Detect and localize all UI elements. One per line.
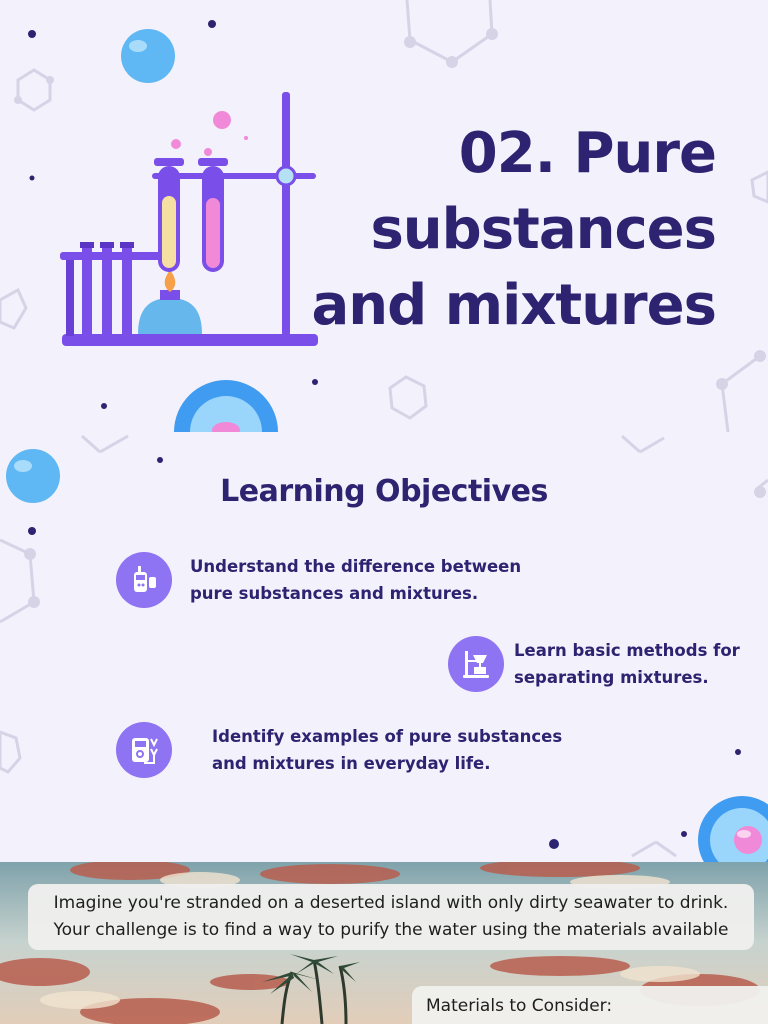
lab-equipment-illustration [60,92,318,346]
objective-line: and mixtures in everyday life. [212,754,491,773]
objective-line: Learn basic methods for [514,641,740,660]
objective-text: Understand the difference between pure s… [190,553,521,607]
scenario-line: Your challenge is to find a way to purif… [53,920,729,940]
objective-line: Understand the difference between [190,557,522,576]
objective-line: Identify examples of pure substances [212,727,563,746]
materials-label: Materials to Consider: [426,996,613,1016]
slide-title: 02. Pure substances and mixtures [296,116,717,344]
objective-text: Identify examples of pure substances and… [212,723,562,777]
objective-line: pure substances and mixtures. [190,584,479,603]
objectives-heading: Learning Objectives [220,474,548,509]
scenario-slide: Imagine you're stranded on a deserted is… [0,862,768,1024]
molecule-decoration-icon [0,0,768,432]
scenario-line: Imagine you're stranded on a deserted is… [53,893,729,913]
title-line: 02. Pure [458,121,717,186]
title-slide: 02. Pure substances and mixtures [0,0,768,432]
lab-meter-icon [116,722,172,778]
filtration-stand-icon [448,636,504,692]
title-line: substances [370,197,717,262]
objective-item: Learn basic methods for separating mixtu… [448,636,740,692]
objective-item: Identify examples of pure substances and… [116,722,562,778]
title-line: and mixtures [311,273,717,338]
objective-text: Learn basic methods for separating mixtu… [514,637,740,691]
objective-item: Understand the difference between pure s… [116,552,521,608]
molecule-decoration-icon [0,434,768,862]
scenario-text-box: Imagine you're stranded on a deserted is… [28,884,754,950]
materials-box: Materials to Consider: [412,986,768,1024]
objective-line: separating mixtures. [514,668,709,687]
walkie-talkie-icon [116,552,172,608]
learning-objectives-slide: Learning Objectives Understand the diffe… [0,432,768,862]
